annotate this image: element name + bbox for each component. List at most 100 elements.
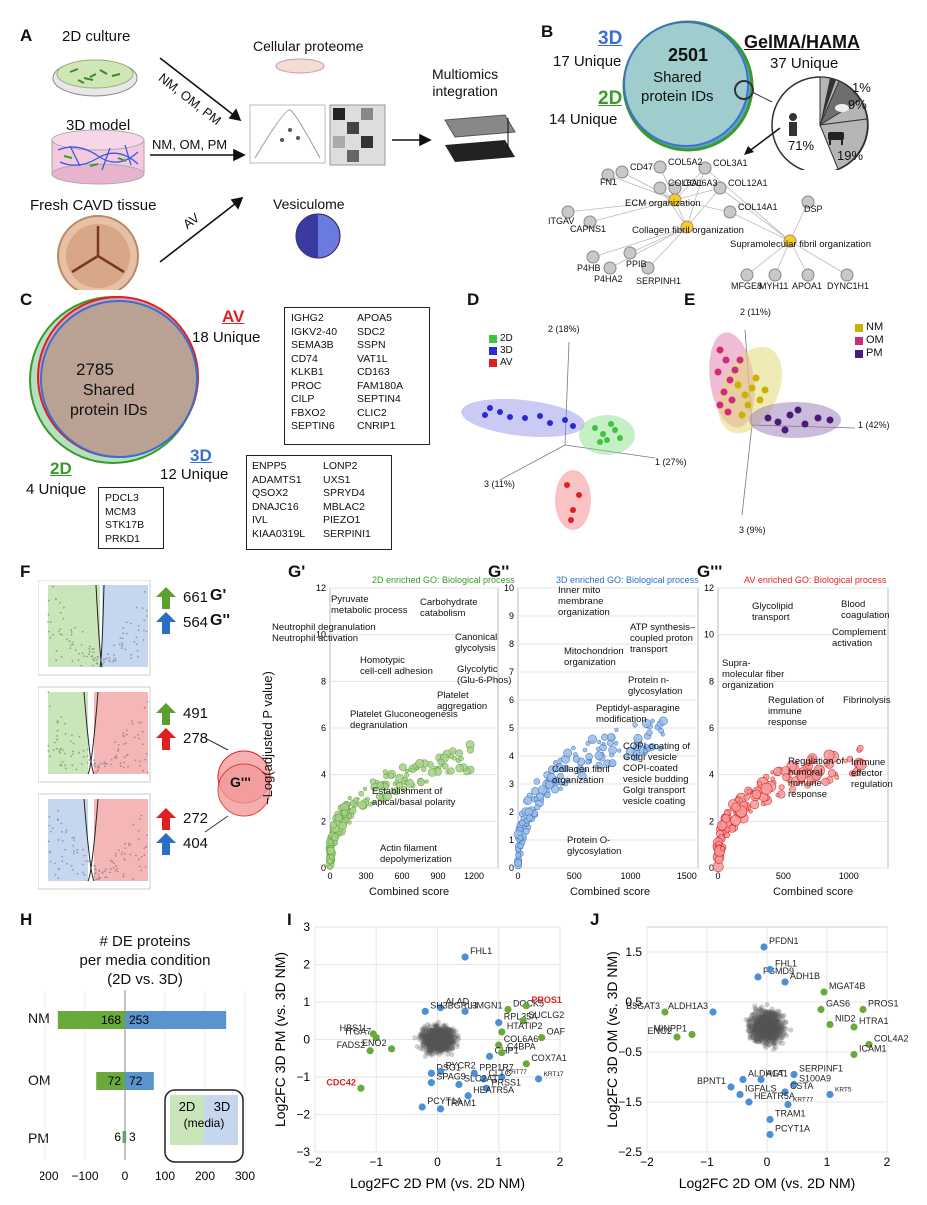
scatter-bg-point	[778, 1035, 784, 1041]
volcano-dot	[91, 655, 93, 658]
scatter-bg-point	[755, 1022, 761, 1028]
go-term-point	[748, 809, 753, 814]
scatter-bg-point	[435, 1039, 441, 1045]
scatter-bg-point	[760, 1020, 766, 1026]
volcano-dot	[134, 759, 137, 762]
scatter-bg-point	[443, 1044, 449, 1050]
scatter-bg-point	[759, 1015, 766, 1021]
volcano-dot	[119, 762, 122, 765]
volcano-dot	[99, 876, 102, 879]
scatter-bg-point	[773, 1011, 779, 1017]
scatter-bg-point	[438, 1040, 444, 1046]
scatter-bg-point	[754, 1030, 760, 1036]
pca-point-pm	[781, 426, 789, 434]
scatter-bg-point	[446, 1039, 452, 1045]
scatter-bg-point	[775, 1027, 781, 1033]
scatter-bg-point	[760, 1028, 766, 1034]
volcano-dot	[47, 744, 50, 747]
scatter-bg-point	[424, 1033, 430, 1039]
scatter-bg-point	[756, 1039, 762, 1045]
scatter-bg-point	[424, 1032, 430, 1038]
scatter-bg-point	[770, 1034, 776, 1040]
scatter-bg-point	[763, 1021, 769, 1027]
scatter-bg-point	[449, 1041, 455, 1047]
scatter-bg-point	[753, 1027, 759, 1033]
scatter-bg-point	[770, 1026, 776, 1032]
scatter-bg-point	[767, 1035, 773, 1041]
scatter-bg-point	[752, 1036, 758, 1042]
scatter-highlight-point	[736, 1090, 744, 1099]
scatter-bg-point	[771, 1042, 777, 1048]
scatter-bg-point	[751, 1038, 757, 1044]
scatter-bg-point	[759, 1022, 765, 1028]
scatter-bg-point	[769, 1019, 776, 1026]
scatter-bg-point	[768, 1018, 774, 1024]
scatter-bg-point	[443, 1031, 449, 1037]
scatter-bg-point	[768, 1018, 774, 1024]
volcano-dot	[56, 720, 59, 723]
scatter-bg-point	[760, 1023, 766, 1029]
volcano-dot	[137, 829, 140, 832]
scatter-bg-point	[763, 1017, 769, 1023]
scatter-bg-point	[763, 1030, 769, 1036]
scatter-bg-point	[765, 1017, 771, 1023]
scatter-bg-point	[769, 1029, 775, 1035]
scatter-bg-point	[435, 1030, 441, 1037]
scatter-bg-point	[772, 1024, 778, 1030]
scatter-highlight-point	[850, 1050, 858, 1059]
scatter-bg-point	[776, 1040, 782, 1046]
volcano-dot	[118, 643, 121, 646]
go-term-point	[526, 814, 534, 822]
scatter-bg-point	[761, 1015, 767, 1021]
scatter-bg-point	[768, 1009, 774, 1015]
scatter-bg-point	[761, 1033, 767, 1039]
panel-b-letter: B	[541, 22, 554, 41]
scatter-highlight-point	[418, 1103, 426, 1111]
scatter-bg-point	[449, 1046, 456, 1052]
scatter-bg-point	[771, 1026, 777, 1032]
scatter-bg-point	[765, 1023, 771, 1029]
3d-unique-protein: QSOX2	[252, 487, 289, 499]
scatter-bg-point	[776, 1024, 782, 1030]
scatter-bg-point	[766, 1021, 772, 1028]
scatter-bg-point	[440, 1033, 446, 1039]
go-term-point	[642, 748, 648, 754]
scatter-bg-point	[761, 1019, 767, 1025]
scatter-bg-point	[765, 1017, 771, 1023]
scatter-point-label: BPNT1	[697, 1076, 726, 1086]
scatter-bg-point	[420, 1041, 426, 1047]
panel-g2-letter: G''	[488, 562, 510, 581]
scatter-bg-point	[427, 1049, 433, 1055]
go-term-point	[331, 833, 340, 842]
volcano-dot	[61, 855, 63, 858]
scatter-bg-point	[749, 1034, 755, 1040]
scatter-bg-point	[779, 1026, 785, 1032]
scatter-bg-point	[438, 1041, 444, 1047]
go-term-point	[583, 768, 588, 773]
scatter-bg-point	[763, 1023, 769, 1029]
scatter-bg-point	[438, 1027, 444, 1033]
scatter-bg-point	[436, 1037, 442, 1043]
scatter-bg-point	[759, 1033, 765, 1039]
scatter-bg-point	[424, 1044, 430, 1051]
scatter-bg-point	[750, 1022, 756, 1028]
go-term-point	[415, 758, 425, 768]
scatter-bg-point	[429, 1039, 436, 1045]
scatter-bg-point	[766, 1022, 772, 1028]
scatter-bg-point	[431, 1038, 437, 1044]
scatter-bg-point	[433, 1041, 439, 1047]
f-arrows	[156, 587, 176, 855]
scatter-bg-point	[783, 1019, 789, 1025]
go-term-point	[601, 742, 606, 746]
scatter-bg-point	[441, 1030, 447, 1036]
scatter-bg-point	[447, 1041, 453, 1047]
scatter-bg-point	[427, 1043, 433, 1049]
scatter-bg-point	[432, 1041, 438, 1047]
scatter-bg-point	[747, 1019, 753, 1025]
av-unique-protein: SEMA3B	[291, 339, 334, 351]
scatter-bg-point	[427, 1027, 433, 1033]
volcano-dot	[105, 868, 107, 870]
scatter-bg-point	[434, 1023, 440, 1029]
pca-point-av	[570, 507, 576, 513]
scatter-bg-point	[769, 1028, 775, 1034]
